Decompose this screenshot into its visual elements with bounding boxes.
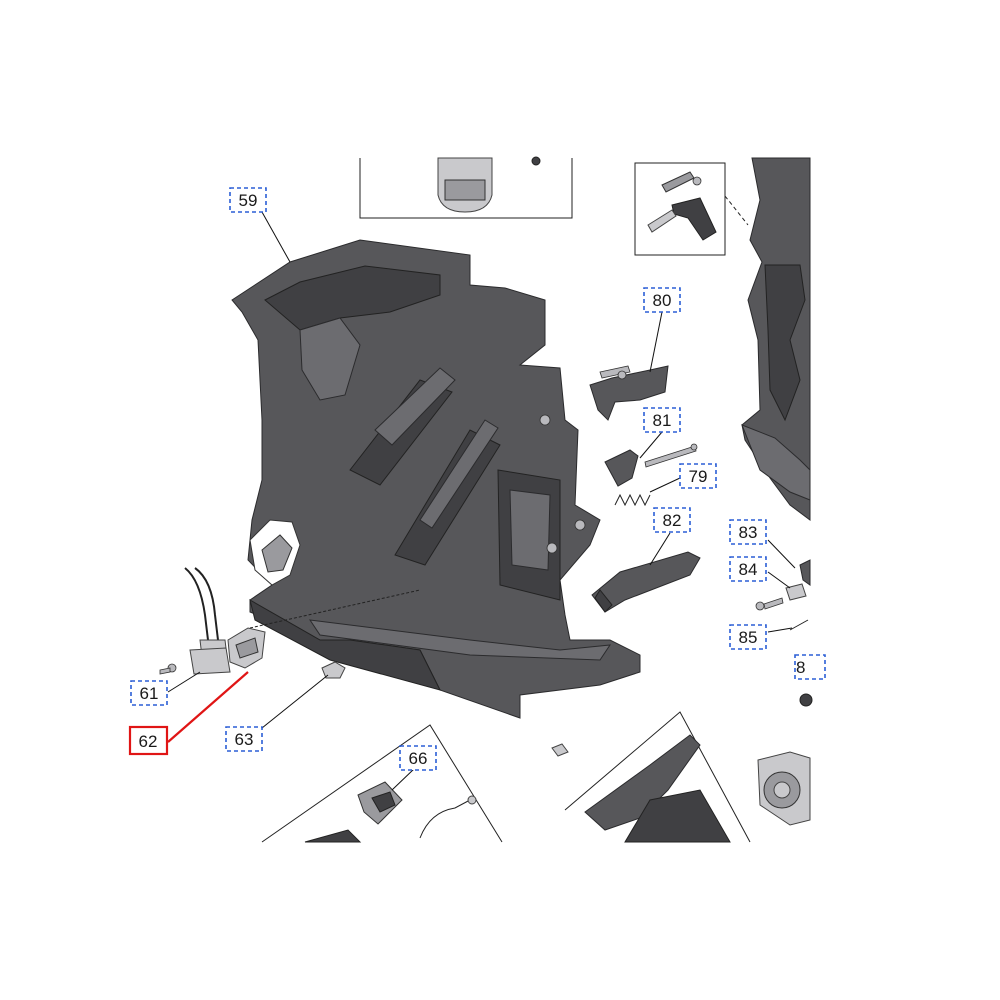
svg-text:81: 81 [653,411,672,430]
callout-66: 66 [399,745,437,771]
svg-text:61: 61 [140,684,159,703]
callout-61: 61 [130,680,168,706]
part-61-62-sensor [159,567,266,675]
svg-text:80: 80 [653,291,672,310]
callout-63: 63 [225,726,263,752]
parts-83-85-hardware [755,559,811,631]
svg-text:62: 62 [139,732,158,751]
callout-82: 82 [653,507,691,533]
part-80 [589,365,669,421]
callout-79: 79 [679,463,717,489]
svg-text:83: 83 [739,523,758,542]
right-assembly-partial [741,157,811,521]
inset-frame-top [359,156,573,219]
svg-text:8: 8 [796,658,805,677]
svg-text:66: 66 [409,749,428,768]
callout-85: 85 [729,624,767,650]
leader-lines [167,211,796,791]
inset-frame-lower-left [261,724,503,843]
part-79-spring [614,493,651,507]
part-63-clip [321,661,346,679]
callout-59: 59 [229,187,267,213]
part-82 [591,551,701,613]
inset-detail-box [634,162,749,256]
part-81 [604,443,698,487]
callout-86-partial: 8 [794,654,826,680]
svg-text:85: 85 [739,628,758,647]
gear-motor-partial [757,693,813,826]
callout-83: 83 [729,519,767,545]
svg-text:84: 84 [739,560,758,579]
callout-62-highlighted: 62 [128,725,169,756]
main-chassis [231,239,641,719]
callout-81: 81 [643,407,681,433]
svg-text:59: 59 [239,191,258,210]
svg-text:79: 79 [689,467,708,486]
svg-text:82: 82 [663,511,682,530]
svg-text:63: 63 [235,730,254,749]
inset-frame-lower-right [551,711,751,843]
callout-80: 80 [643,287,681,313]
callout-84: 84 [729,556,767,582]
